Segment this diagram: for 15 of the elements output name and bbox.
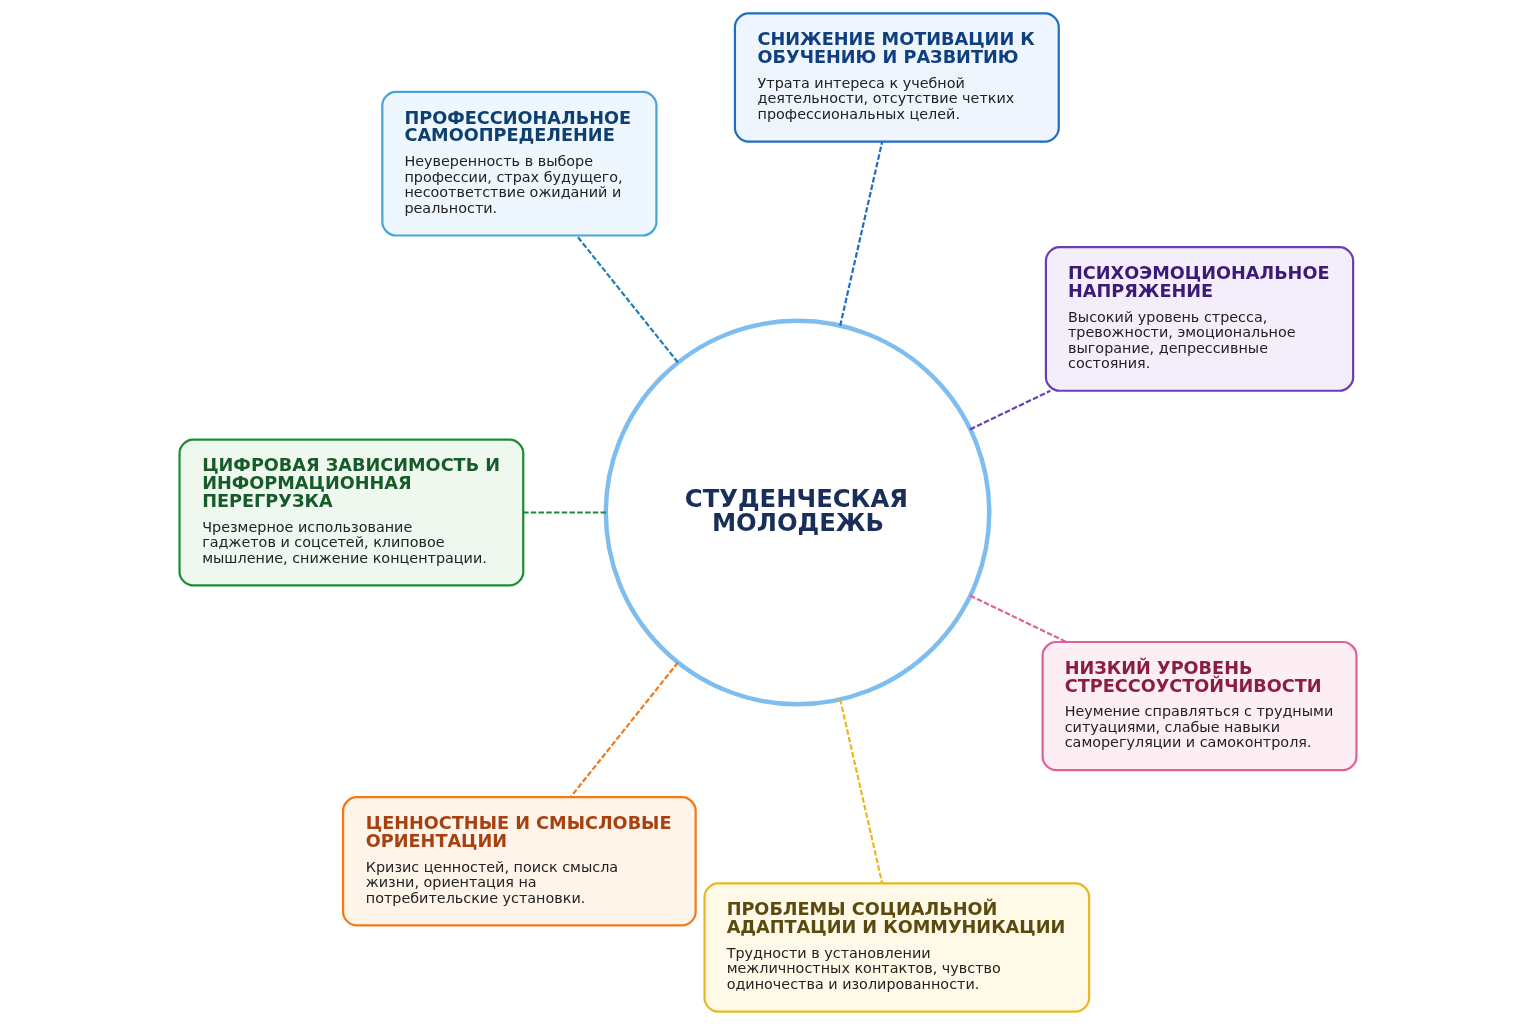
connector: [569, 661, 679, 798]
connector: [969, 389, 1051, 430]
node-box: НИЗКИЙ УРОВЕНЬ СТРЕССОУСТОЙЧИВОСТИ Неумение справляться с трудными ситуациями, слабые навыки саморегуляции и самоконтроля.: [1041, 640, 1358, 771]
node-box: ПРОБЛЕМЫ СОЦИАЛЬНОЙ АДАПТАЦИИ И КОММУНИКАЦИИ Трудности в установлении межличностных контактов, чувство одиночества и изолированности.: [703, 881, 1091, 1013]
connector: [576, 234, 679, 363]
node-box: ЦИФРОВАЯ ЗАВИСИМОСТЬ И ИНФОРМАЦИОННАЯ ПЕРЕГРУЗКА Чрезмерное использование гаджетов и соцсетей, клиповое мышление, снижение концентрации.: [178, 437, 525, 587]
connector: [839, 141, 884, 326]
node-box: ЦЕННОСТНЫЕ И СМЫСЛОВЫЕ ОРИЕНТАЦИИ Кризис ценностей, поиск смысла жизни, ориентация на потребительские установки.: [342, 795, 697, 927]
node-box: ПРОФЕССИОНАЛЬНОЕ САМООПРЕДЕЛЕНИЕ Неуверенность в выборе профессии, страх будущего, несоответствие ожиданий и реальности.: [381, 90, 658, 237]
connector: [839, 698, 884, 883]
connector: [523, 510, 607, 514]
connector: [969, 594, 1067, 643]
node-box: ПСИХОЭМОЦИОНАЛЬНОЕ НАПРЯЖЕНИЕ Высокий уровень стресса, тревожности, эмоциональное выгорание, депрессивные состояния.: [1044, 245, 1355, 392]
node-circle: СТУДЕНЧЕСКАЯ МОЛОДЕЖЬ: [603, 318, 992, 706]
node-box: СНИЖЕНИЕ МОТИВАЦИИ К ОБУЧЕНИЮ И РАЗВИТИЮ Утрата интереса к учебной деятельности, отсутствие четких профессиональных целей.: [733, 11, 1060, 143]
